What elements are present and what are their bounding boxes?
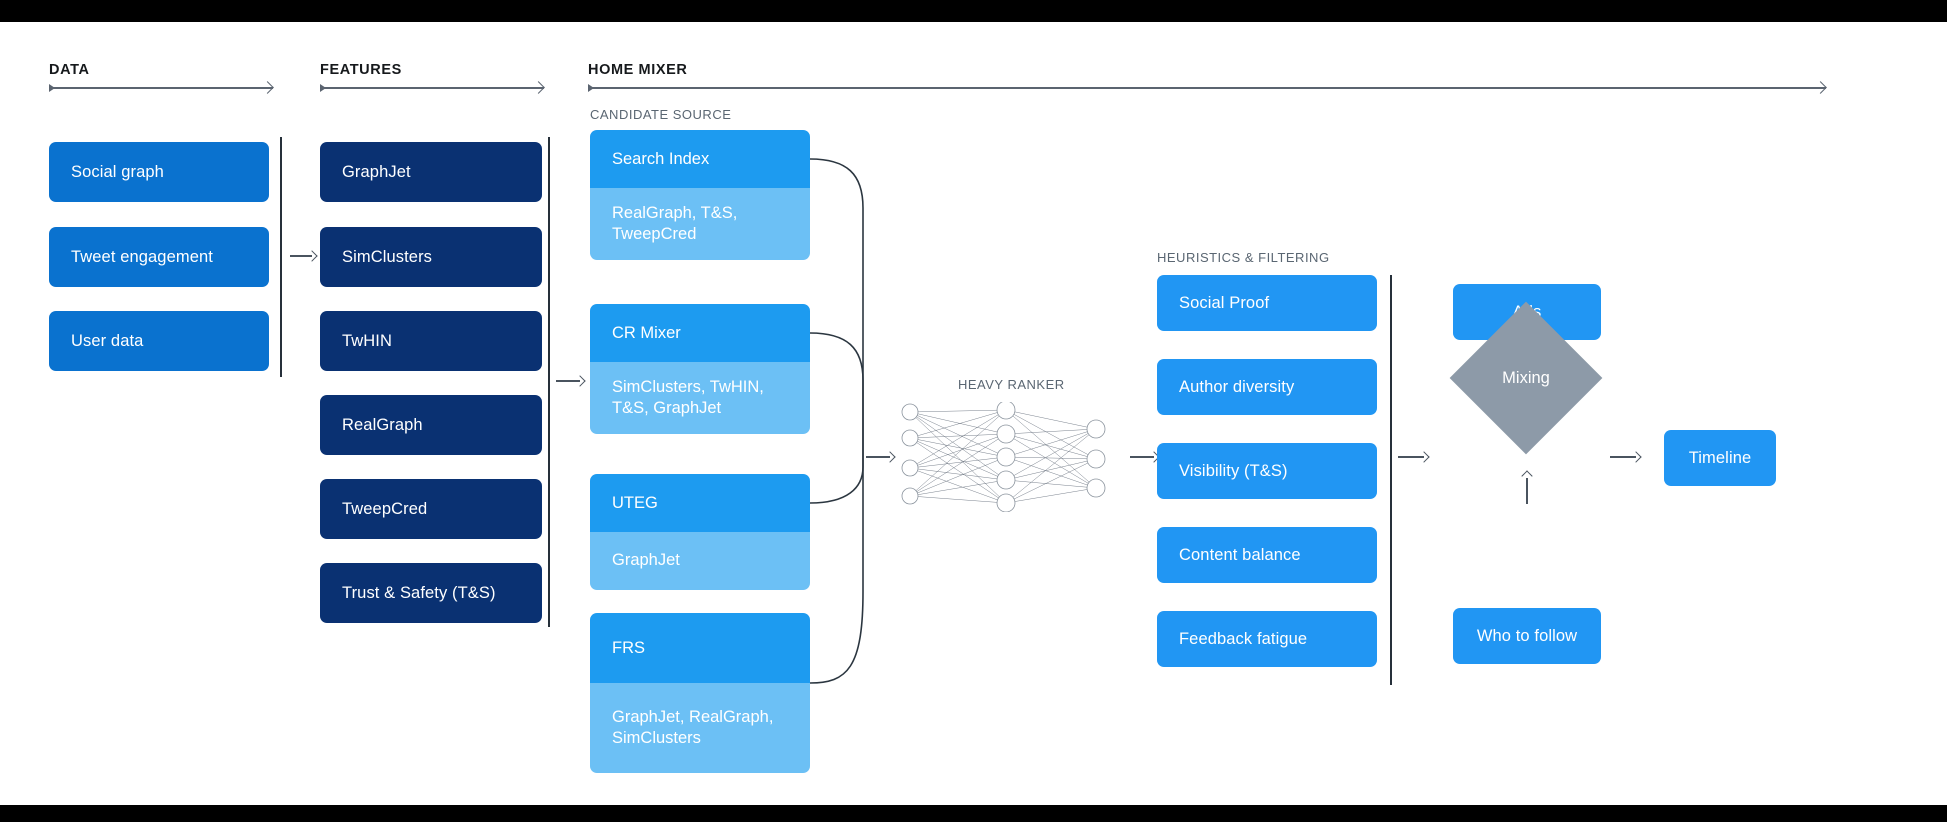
- card-label: Tweet engagement: [71, 247, 213, 266]
- card-label: Feedback fatigue: [1179, 629, 1308, 648]
- sublabel-heavy-ranker: HEAVY RANKER: [958, 377, 1065, 392]
- section-arrow-home-mixer: [588, 81, 1830, 95]
- section-label-data: DATA: [49, 62, 90, 78]
- candidate-source-frs[interactable]: FRS GraphJet, RealGraph, SimClusters: [590, 613, 810, 773]
- candidate-source-features: SimClusters, TwHIN, T&S, GraphJet: [590, 362, 810, 434]
- arrow-heavy-ranker-to-heuristics: [1130, 451, 1160, 463]
- card-label: Content balance: [1179, 545, 1301, 564]
- heuristic-card-visibility[interactable]: Visibility (T&S): [1157, 443, 1377, 499]
- card-label: Author diversity: [1179, 377, 1295, 396]
- card-label: TwHIN: [342, 331, 392, 350]
- arrow-mixing-to-timeline: [1610, 451, 1642, 463]
- section-label-features: FEATURES: [320, 62, 402, 78]
- letterbox-bottom: [0, 805, 1947, 822]
- divider-heuristics-output: [1390, 275, 1392, 685]
- candidate-source-search-index[interactable]: Search Index RealGraph, T&S, TweepCred: [590, 130, 810, 260]
- section-arrow-features: [320, 81, 548, 95]
- section-arrow-data: [49, 81, 277, 95]
- divider-data-features: [280, 137, 282, 377]
- feature-card-graphjet[interactable]: GraphJet: [320, 142, 542, 202]
- output-card-who-to-follow[interactable]: Who to follow: [1453, 608, 1601, 664]
- arrow-candidate-to-heavy-ranker: [866, 451, 896, 463]
- card-label: Social graph: [71, 162, 164, 181]
- card-label: Trust & Safety (T&S): [342, 583, 496, 602]
- sublabel-candidate-source: CANDIDATE SOURCE: [590, 107, 732, 122]
- candidate-to-ranker-connectors: [809, 158, 864, 684]
- section-label-home-mixer: HOME MIXER: [588, 62, 688, 78]
- arrow-heuristics-to-mixing: [1398, 451, 1430, 463]
- card-label: Who to follow: [1476, 626, 1578, 645]
- output-card-timeline[interactable]: Timeline: [1664, 430, 1776, 486]
- card-label: GraphJet: [342, 162, 411, 181]
- divider-features-mixer: [548, 137, 550, 627]
- candidate-source-features: RealGraph, T&S, TweepCred: [590, 188, 810, 260]
- data-card-social-graph[interactable]: Social graph: [49, 142, 269, 202]
- card-label: SimClusters: [342, 247, 433, 266]
- heuristic-card-content-balance[interactable]: Content balance: [1157, 527, 1377, 583]
- heuristic-card-social-proof[interactable]: Social Proof: [1157, 275, 1377, 331]
- heuristic-card-author-diversity[interactable]: Author diversity: [1157, 359, 1377, 415]
- diagram-canvas: DATA FEATURES HOME MIXER CANDIDATE SOURC…: [0, 22, 1947, 805]
- feature-card-simclusters[interactable]: SimClusters: [320, 227, 542, 287]
- card-label: TweepCred: [342, 499, 428, 518]
- candidate-source-title: FRS: [590, 613, 810, 683]
- card-label: Social Proof: [1179, 293, 1270, 312]
- data-card-user-data[interactable]: User data: [49, 311, 269, 371]
- sublabel-heuristics: HEURISTICS & FILTERING: [1157, 250, 1330, 265]
- candidate-source-title: Search Index: [590, 130, 810, 188]
- arrow-who-to-follow-to-mixing: [1521, 470, 1533, 504]
- feature-card-realgraph[interactable]: RealGraph: [320, 395, 542, 455]
- feature-card-twhin[interactable]: TwHIN: [320, 311, 542, 371]
- candidate-source-features: GraphJet, RealGraph, SimClusters: [590, 683, 810, 773]
- card-label: Visibility (T&S): [1179, 461, 1288, 480]
- card-label: Timeline: [1688, 448, 1752, 467]
- letterbox-top: [0, 0, 1947, 22]
- candidate-source-uteg[interactable]: UTEG GraphJet: [590, 474, 810, 590]
- arrow-features-to-candidate: [556, 375, 586, 387]
- arrow-data-to-features: [290, 250, 318, 262]
- data-card-tweet-engagement[interactable]: Tweet engagement: [49, 227, 269, 287]
- heuristic-card-feedback-fatigue[interactable]: Feedback fatigue: [1157, 611, 1377, 667]
- feature-card-trust-safety[interactable]: Trust & Safety (T&S): [320, 563, 542, 623]
- candidate-source-title: UTEG: [590, 474, 810, 532]
- candidate-source-cr-mixer[interactable]: CR Mixer SimClusters, TwHIN, T&S, GraphJ…: [590, 304, 810, 434]
- feature-card-tweepcred[interactable]: TweepCred: [320, 479, 542, 539]
- heavy-ranker-network: [901, 402, 1106, 512]
- card-label: User data: [71, 331, 144, 350]
- card-label: RealGraph: [342, 415, 423, 434]
- mixing-label: Mixing: [1502, 369, 1550, 387]
- candidate-source-title: CR Mixer: [590, 304, 810, 362]
- candidate-source-features: GraphJet: [590, 532, 810, 590]
